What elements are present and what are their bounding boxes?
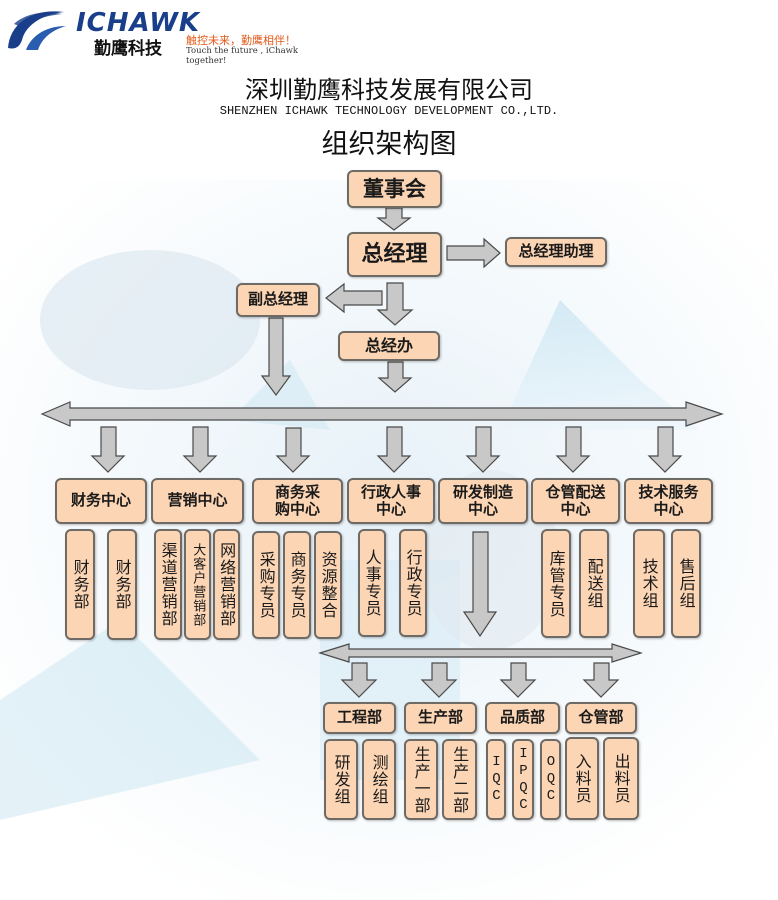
arrow-deputy-to-bus [260,317,292,397]
dept-box-warehouse: 仓管部 [565,702,637,734]
center-box-tech-service: 技术服务中心 [624,478,713,524]
unit-admin-specialist: 行政专员 [399,529,427,637]
general-manager-box: 总经理 [347,232,442,277]
gm-assistant-box: 总经理助理 [505,237,607,267]
company-name-en: SHENZHEN ICHAWK TECHNOLOGY DEVELOPMENT C… [219,104,559,118]
arrow-subbus-to-dept [499,662,537,698]
unit-delivery-group: 配送组 [579,529,609,638]
unit-finance-dept-2: 财务部 [107,529,137,640]
arrow-subbus-to-dept [340,662,378,698]
slogan-en: Touch the future , iChawk together! [186,46,299,66]
company-name-cn: 深圳勤鹰科技发展有限公司 [245,76,533,104]
gm-office-box: 总经办 [338,331,440,361]
center-box-procurement: 商务采购中心 [252,478,343,524]
unit-survey-group: 测绘组 [362,739,396,820]
center-box-warehouse-delivery: 仓管配送中心 [531,478,620,524]
arrow-gm-to-deputy [325,282,383,314]
arrow-bus-to-center [376,426,412,473]
slogan-cn: 触控未来，勤鹰相伴！ [186,34,296,47]
unit-finance-dept-1: 财务部 [65,529,95,640]
unit-tech-group: 技术组 [633,529,665,638]
unit-inventory-specialist: 库管专员 [541,529,571,638]
logo-text-cn: 勤鹰科技 [94,39,162,59]
unit-rnd-group: 研发组 [324,739,358,820]
arrow-bus-to-center [555,426,591,473]
unit-material-issuer: 出料员 [603,737,639,820]
arrow-office-to-bus [377,361,413,393]
arrow-gm-to-office [376,282,414,326]
center-box-rnd-manufacturing: 研发制造中心 [438,478,528,524]
logo-text-en: ICHAWK [76,8,201,38]
dept-box-quality: 品质部 [485,702,560,734]
arrow-main-bus [40,401,724,427]
unit-oqc: OQC [540,739,561,820]
deputy-gm-box: 副总经理 [236,283,320,317]
unit-iqc: IQC [486,739,506,820]
arrow-bus-to-center [182,426,218,473]
unit-production-dept-1: 生产一部 [404,739,438,820]
arrow-sub-bus [317,643,644,663]
board-of-directors-box: 董事会 [347,170,442,208]
unit-resource-integration: 资源整合 [314,531,342,639]
unit-business-specialist: 商务专员 [283,531,311,639]
company-logo: ICHAWK 勤鹰科技 触控未来，勤鹰相伴！ Touch the future … [4,4,324,66]
chart-title: 组织架构图 [321,129,457,160]
arrow-gm-to-assistant [446,237,501,269]
arrow-board-to-gm [376,207,412,231]
unit-after-sales-group: 售后组 [671,529,701,638]
unit-purchasing-specialist: 采购专员 [252,531,280,639]
unit-key-account-marketing: 大客户营销部 [184,529,211,640]
unit-hr-specialist: 人事专员 [358,529,386,637]
center-box-finance: 财务中心 [55,478,147,524]
center-box-marketing: 营销中心 [151,478,244,524]
unit-ipqc: IPQC [512,739,534,820]
center-box-admin-hr: 行政人事中心 [347,478,435,524]
unit-channel-marketing: 渠道营销部 [154,529,182,640]
unit-production-dept-2: 生产二部 [442,739,477,820]
unit-online-marketing: 网络营销部 [213,529,240,640]
dept-box-production: 生产部 [404,702,477,734]
unit-material-receiver: 入料员 [565,737,599,820]
arrow-subbus-to-dept [420,662,458,698]
arrow-subbus-to-dept [582,662,620,698]
arrow-bus-to-center [647,426,683,473]
arrow-rnd-to-subbus [462,531,498,638]
hawk-logo-icon [8,11,66,50]
dept-box-engineering: 工程部 [323,702,396,734]
arrow-bus-to-center [465,426,501,473]
arrow-bus-to-center [90,426,126,473]
arrow-bus-to-center [275,427,311,473]
